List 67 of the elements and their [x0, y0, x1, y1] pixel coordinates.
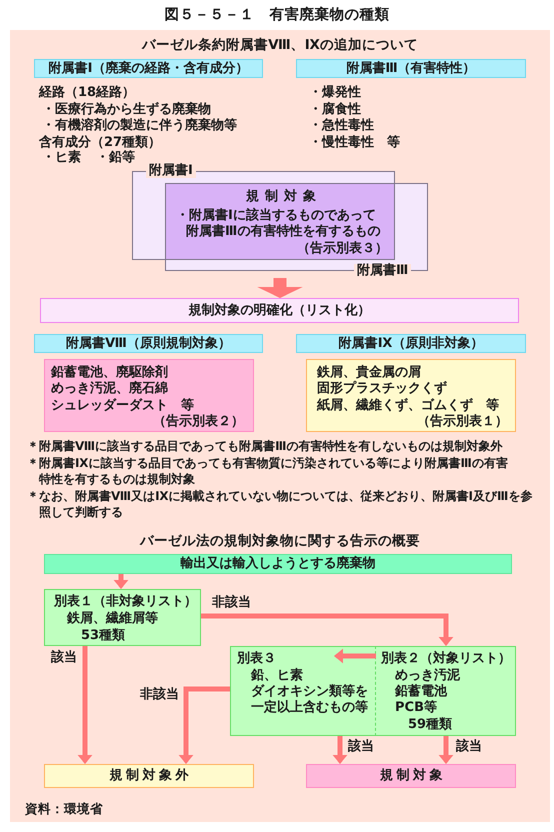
list-title: 別表１（非対象リスト） [54, 594, 197, 610]
edge-label: 非該当 [211, 595, 252, 611]
list-item: めっき汚泥 [395, 668, 460, 684]
condition-text: ・附属書Ⅰに該当するものであって附属書Ⅲの有害特性を有するもの [176, 208, 382, 240]
arrow [78, 646, 92, 764]
arrow [201, 614, 454, 646]
list-title: 別表２（対象リスト） [381, 651, 511, 667]
set-label: 附属書Ⅰ [146, 164, 196, 178]
list-item: 59種類 [408, 717, 452, 733]
reference-note: （告示別表１） [417, 414, 508, 430]
region-title: 規制対象 [245, 189, 323, 205]
footnote: ＊附属書Ⅸに該当する品目であっても有害物質に汚染されている等により附属書Ⅲの有害特性を有するものは規制対象 [27, 455, 509, 487]
outcome-box: 規制対象外 [44, 764, 254, 788]
arrow [332, 736, 348, 764]
reference-note: （告示別表２） [153, 414, 244, 430]
list-item: ・ヒ素 [42, 150, 81, 166]
list-heading: 経路（18経路） [39, 85, 136, 101]
list-item: 鉛蓄電池 [395, 684, 447, 700]
list-heading: 含有成分（27種類） [39, 135, 162, 150]
reference-note: （告示別表３） [297, 241, 388, 257]
footnote: ＊附属書Ⅷに該当する品目であっても附属書Ⅲの有害特性を有しないものは規制対象外 [27, 438, 504, 454]
edge-label: 該当 [50, 650, 78, 666]
list-item: ・鉛等 [96, 150, 135, 166]
list-item: 鉄屑、貴金属の屑 [317, 365, 421, 380]
list-box [44, 589, 201, 646]
heading-box: 附属書Ⅷ（原則規制対象） [34, 334, 263, 353]
process-box: 規制対象の明確化（リスト化） [40, 298, 519, 323]
list-item: ・腐食性 [309, 102, 361, 118]
example-box [44, 359, 254, 432]
heading-box: 附属書Ⅲ（有害特性） [296, 59, 526, 78]
heading-box: 附属書Ⅸ（原則非対象） [296, 334, 526, 353]
overlap-region [165, 183, 395, 260]
list-box [376, 646, 516, 736]
start-box: 輸出又は輸入しようとする廃棄物 [44, 554, 512, 574]
heading-box: 附属書Ⅰ（廃棄の経路・含有成分） [34, 59, 263, 78]
set-label: 附属書Ⅲ [354, 264, 412, 278]
list-item: 紙屑、繊維くず、ゴムくず 等 [317, 398, 499, 414]
list-item: 固形プラスチックくず [317, 381, 447, 397]
figure-title: 図５－５－１ 有害廃棄物の種類 [164, 6, 390, 24]
list-item: 鉛、ヒ素 [251, 668, 303, 684]
edge-label: 該当 [455, 739, 483, 755]
block-arrow [257, 278, 303, 298]
example-box [306, 359, 516, 432]
list-title: 別表３ [237, 651, 276, 667]
list-item: シュレッダーダスト 等 [51, 398, 194, 414]
list-item: めっき汚泥、廃石綿 [51, 381, 168, 397]
list-item: PCB等 [395, 700, 437, 716]
source-note: 資料：環境省 [25, 801, 103, 817]
arrow [334, 648, 376, 664]
list-item: 53種類 [81, 628, 126, 644]
edge-label: 該当 [347, 739, 375, 755]
list-box [230, 646, 376, 736]
list-item: ダイオキシン類等を一定以上含むもの等 [251, 684, 369, 716]
list-item: ・急性毒性 [309, 118, 374, 134]
list-item: 鉄屑、繊維屑等 [67, 611, 158, 627]
outcome-box: 規制対象 [306, 764, 516, 788]
edge-label: 非該当 [139, 687, 180, 703]
list-item: ・医療行為から生ずる廃棄物 [42, 102, 211, 118]
list-item: 鉛蓄電池、廃駆除剤 [51, 365, 168, 380]
list-item: ・有機溶剤の製造に伴う廃棄物等 [42, 118, 237, 134]
arrow [438, 736, 454, 764]
list-item: ・慢性毒性 等 [309, 135, 400, 151]
section-heading: バーゼル条約附属書Ⅷ、Ⅸの追加について [142, 37, 418, 53]
arrow [178, 686, 230, 764]
arrow [114, 574, 128, 589]
list-item: ・爆発性 [309, 85, 361, 101]
footnote: ＊なお、附属書Ⅷ又はⅨに掲載されていない物については、従来どおり、附属書Ⅰ及びⅢを参照して判断する [27, 488, 534, 520]
